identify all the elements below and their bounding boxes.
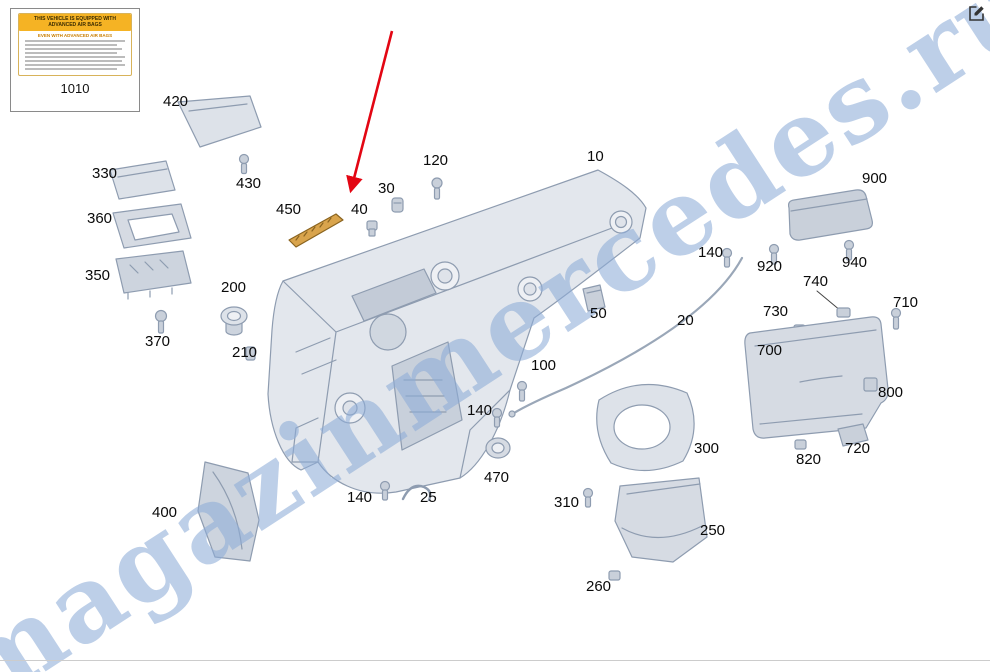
part-label-260[interactable]: 260 [586, 578, 612, 595]
part-label-940[interactable]: 940 [842, 254, 868, 271]
part-label-920[interactable]: 920 [757, 258, 783, 275]
edit-icon [969, 6, 984, 21]
part-shape-25 [401, 484, 432, 502]
part-shape-200 [220, 306, 248, 336]
part-label-900[interactable]: 900 [862, 170, 888, 187]
part-label-300[interactable]: 300 [694, 440, 720, 457]
part-label-720[interactable]: 720 [845, 440, 871, 457]
part-label-360[interactable]: 360 [87, 210, 113, 227]
part-label-700[interactable]: 700 [757, 342, 783, 359]
part-label-450[interactable]: 450 [276, 201, 302, 218]
part-label-100[interactable]: 100 [531, 357, 557, 374]
part-label-40[interactable]: 40 [351, 201, 368, 218]
part-shape-250 [614, 477, 708, 563]
part-shape-720 [837, 423, 869, 447]
part-label-20[interactable]: 20 [677, 312, 694, 329]
part-shape-50 [582, 284, 606, 312]
part-label-210[interactable]: 210 [232, 344, 258, 361]
part-label-420[interactable]: 420 [163, 93, 189, 110]
part-label-430[interactable]: 430 [236, 175, 262, 192]
part-shape-740 [816, 290, 851, 318]
part-shape-330 [109, 160, 176, 200]
part-shape-370 [154, 309, 168, 334]
part-shape-820 [794, 439, 807, 450]
warning-title-line1: THIS VEHICLE IS EQUIPPED WITH [34, 16, 116, 22]
part-label-140-right[interactable]: 140 [698, 244, 724, 261]
part-shape-900 [787, 189, 873, 241]
part-shape-20 [508, 256, 744, 418]
pointer-arrow [346, 30, 394, 194]
part-shape-430 [238, 153, 250, 175]
part-shape-10 [267, 169, 647, 494]
airbag-warning-label: THIS VEHICLE IS EQUIPPED WITH ADVANCED A… [10, 8, 140, 112]
part-shape-710 [890, 307, 902, 330]
part-shape-450 [288, 213, 344, 248]
part-shape-400 [197, 461, 260, 562]
part-label-350[interactable]: 350 [85, 267, 111, 284]
part-shape-140-right [721, 247, 733, 268]
part-label-120[interactable]: 120 [423, 152, 449, 169]
warning-card: THIS VEHICLE IS EQUIPPED WITH ADVANCED A… [18, 13, 132, 76]
warning-title-line2: ADVANCED AIR BAGS [48, 22, 102, 29]
part-shape-800 [863, 377, 878, 392]
part-shape-420 [177, 95, 262, 148]
part-label-1010: 1010 [60, 80, 90, 96]
part-shape-350 [115, 250, 192, 300]
part-shape-920 [768, 243, 780, 265]
warning-subtitle: EVEN WITH ADVANCED AIR BAGS [37, 32, 113, 38]
edit-button[interactable] [967, 3, 987, 23]
part-label-50[interactable]: 50 [590, 305, 607, 322]
part-shape-140-left [379, 480, 391, 501]
part-label-400[interactable]: 400 [152, 504, 178, 521]
part-label-10[interactable]: 10 [587, 148, 604, 165]
part-label-25[interactable]: 25 [420, 489, 437, 506]
warning-title: THIS VEHICLE IS EQUIPPED WITH ADVANCED A… [19, 14, 131, 31]
part-shape-30 [391, 197, 404, 213]
part-shape-300 [596, 383, 695, 472]
bottom-divider [0, 660, 990, 661]
part-shape-940 [843, 239, 855, 261]
part-label-250[interactable]: 250 [700, 522, 726, 539]
part-shape-360 [112, 203, 192, 249]
part-shape-210 [245, 346, 256, 361]
part-shape-40 [366, 220, 378, 237]
part-label-140-left[interactable]: 140 [347, 489, 373, 506]
part-shape-100 [516, 380, 528, 402]
part-shape-140-mid [491, 407, 503, 428]
part-shape-310 [582, 487, 594, 508]
part-label-730[interactable]: 730 [763, 303, 789, 320]
warning-text-lines [19, 39, 131, 75]
part-shape-120 [431, 177, 443, 200]
part-shape-260 [608, 570, 621, 581]
part-label-330[interactable]: 330 [92, 165, 118, 182]
part-shape-470 [485, 437, 511, 459]
part-label-800[interactable]: 800 [878, 384, 904, 401]
part-label-710[interactable]: 710 [893, 294, 919, 311]
part-label-200[interactable]: 200 [221, 279, 247, 296]
part-label-820[interactable]: 820 [796, 451, 822, 468]
part-label-470[interactable]: 470 [484, 469, 510, 486]
part-shape-700 [744, 316, 889, 439]
part-label-310[interactable]: 310 [554, 494, 580, 511]
part-label-740[interactable]: 740 [803, 273, 829, 290]
part-label-370[interactable]: 370 [145, 333, 171, 350]
part-label-140-mid[interactable]: 140 [467, 402, 493, 419]
part-label-30[interactable]: 30 [378, 180, 395, 197]
